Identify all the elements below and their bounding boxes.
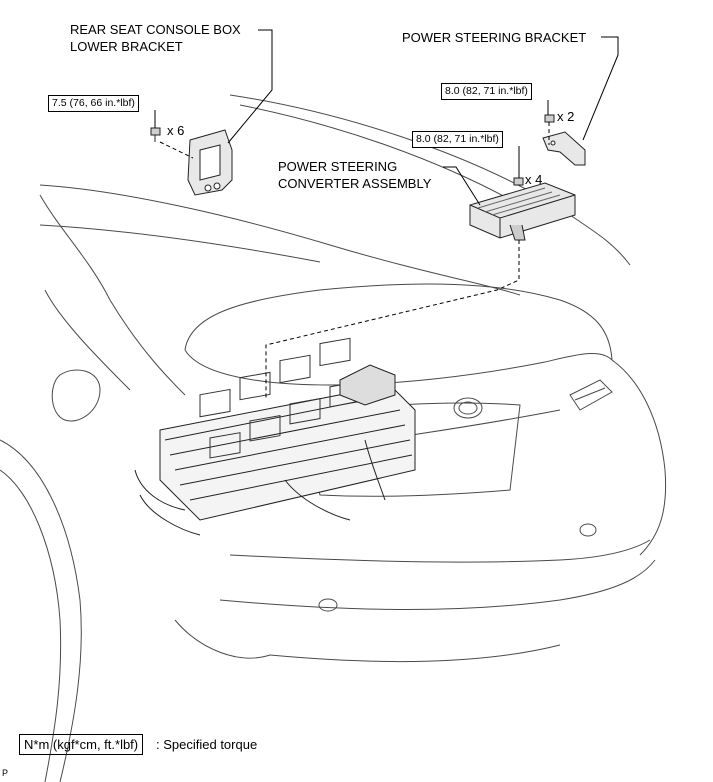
reflector-left	[318, 598, 338, 612]
ps-bracket-qty: x 2	[557, 109, 575, 124]
legend-meaning: : Specified torque	[156, 737, 258, 752]
legend-unit-box: N*m (kgf*cm, ft.*lbf)	[19, 734, 144, 755]
rear-bracket-bolt	[150, 127, 161, 142]
corner-code: P	[2, 768, 9, 778]
ps-converter-label-2: CONVERTER ASSEMBLY	[278, 176, 432, 191]
bumper-bottom	[269, 644, 561, 663]
ps-bracket-nut	[544, 114, 555, 123]
reflector-right	[579, 523, 597, 537]
rear-bracket-label-1: REAR SEAT CONSOLE BOX	[70, 22, 241, 37]
lower-edge	[174, 619, 271, 659]
ps-converter-qty: x 4	[525, 172, 543, 187]
fuel-door	[51, 369, 101, 422]
quarter-panel	[44, 289, 131, 391]
body-side	[39, 194, 186, 396]
tail-light-inner	[574, 387, 606, 401]
roof-line	[229, 94, 631, 266]
tail-light	[569, 379, 613, 411]
ps-converter-label-1: POWER STEERING	[278, 159, 398, 174]
trunk-edge	[184, 349, 613, 386]
wheel-arch	[0, 439, 82, 782]
ps-converter-part	[469, 182, 576, 241]
ps-converter-torque: 8.0 (82, 71 in.*lbf)	[412, 131, 503, 148]
ps-bracket-label: POWER STEERING BRACKET	[402, 30, 587, 45]
bumper-top	[229, 539, 651, 563]
emblem	[453, 397, 483, 419]
rear-bracket-part	[187, 129, 233, 196]
trunk-lid-top	[39, 224, 321, 263]
bumper-lower	[219, 559, 656, 610]
ps-converter-nut	[513, 177, 524, 186]
trunk-components	[134, 337, 416, 536]
rear-bracket-qty: x 6	[167, 123, 185, 138]
rear-bracket-label-2: LOWER BRACKET	[70, 39, 183, 54]
rear-glass-line	[239, 104, 521, 206]
dashed-guides	[159, 122, 550, 400]
leader-lines	[154, 29, 619, 206]
c-pillar-line	[39, 184, 521, 296]
ps-bracket-part	[542, 131, 586, 166]
rear-bracket-torque: 7.5 (76, 66 in.*lbf)	[48, 95, 139, 112]
rear-face	[611, 359, 667, 556]
ps-bracket-torque: 8.0 (82, 71 in.*lbf)	[441, 83, 532, 100]
trunk-deck	[184, 283, 613, 361]
